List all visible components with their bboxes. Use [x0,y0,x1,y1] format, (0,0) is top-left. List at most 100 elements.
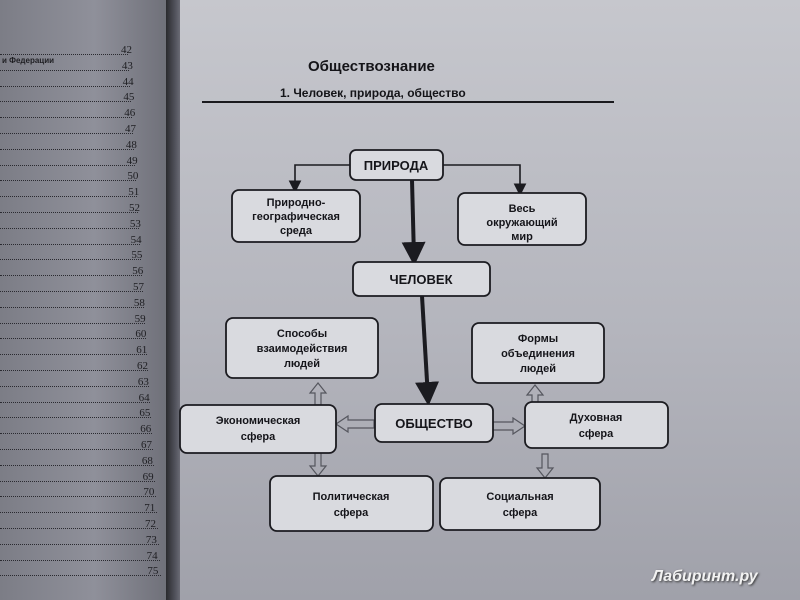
watermark-logo: Лабиринт.ру [652,568,758,585]
svg-text:Весь: Весь [509,203,536,215]
toc-page-number: 43 [121,59,133,72]
toc-page-number: 67 [141,439,152,451]
svg-text:Политическая: Политическая [313,491,390,503]
toc-page-number: 48 [125,138,137,151]
toc-dotted-leader [0,212,138,214]
toc-dotted-leader [0,417,151,419]
node-whole-world: Весь окружающий мир [457,192,587,246]
svg-text:Природно-: Природно- [267,197,326,209]
toc-dotted-leader [0,180,136,182]
toc-page-number: 70 [143,486,155,499]
svg-text:сфера: сфера [579,428,614,440]
toc-page-number: 72 [145,518,156,530]
toc-page-number: 42 [121,44,132,56]
toc-page-number: 69 [142,470,154,483]
arrow-priroda-chelovek [401,179,426,266]
toc-dotted-leader [0,117,132,119]
toc-page-number: 56 [132,265,144,278]
svg-text:сфера: сфера [334,507,369,519]
hollow-arrow-spirit [492,416,527,436]
toc-page-number: 58 [133,296,145,309]
toc-dotted-leader [0,385,149,388]
toc-page-number: 71 [144,502,156,515]
toc-page-number: 55 [131,249,143,262]
toc-page-number: 44 [122,75,134,88]
toc-dotted-leader [0,291,143,293]
toc-dotted-leader [0,433,152,435]
node-obshchestvo: ОБЩЕСТВО [374,403,494,443]
toc-dotted-leader [0,227,139,230]
toc-dotted-leader [0,543,159,546]
connector-priroda-world [443,164,527,197]
toc-dotted-leader [0,496,156,498]
svg-text:людей: людей [520,363,556,375]
connector-priroda-geo [288,164,350,194]
toc-dotted-leader [0,306,144,309]
svg-text:сфера: сфера [503,507,538,519]
toc-dotted-leader [0,338,146,340]
toc-page-number: 61 [136,344,148,357]
toc-dotted-leader [0,512,157,514]
toc-page-number: 62 [137,360,148,372]
section-rule [202,101,614,103]
toc-page-number: 57 [133,281,144,293]
toc-dotted-leader [0,101,131,103]
toc-dotted-leader [0,575,161,577]
toc-dotted-leader [0,449,153,451]
toc-page-number: 49 [126,154,138,167]
toc-page-number: 68 [141,454,153,467]
svg-text:мир: мир [511,231,533,243]
svg-text:Духовная: Духовная [570,412,623,424]
hollow-arrow-polit [308,451,328,477]
toc-dotted-leader [0,401,150,404]
node-union-forms: Формы объединения людей [471,322,605,384]
toc-page-number: 63 [137,375,149,388]
toc-dotted-leader [0,528,158,530]
hollow-arrow-ways [308,382,328,406]
toc-dotted-leader [0,559,160,562]
toc-fragment: и Федерации [2,56,55,65]
svg-text:сфера: сфера [241,431,276,443]
svg-text:Формы: Формы [518,333,558,345]
toc-page-number: 59 [134,312,146,325]
node-interaction-ways: Способы взаимодействия людей [225,317,379,379]
toc-page-number: 47 [125,123,136,135]
toc-page-number: 66 [140,423,152,436]
toc-dotted-leader [0,133,133,135]
toc-page-number: 46 [124,107,136,120]
toc-page-number: 65 [139,407,151,420]
svg-text:географическая: географическая [252,211,340,223]
node-geo-environment: Природно- географическая среда [231,189,361,243]
svg-text:людей: людей [284,358,320,370]
node-spiritual-sphere: Духовная сфера [524,401,669,449]
toc-dotted-leader [0,85,130,88]
section-title: 1. Человек, природа, общество [280,86,466,100]
svg-text:Экономическая: Экономическая [216,415,301,427]
node-priroda: ПРИРОДА [349,149,444,181]
toc-page-number: 52 [129,202,140,214]
svg-text:окружающий: окружающий [486,217,557,229]
toc-dotted-leader [0,164,135,167]
toc-page-number: 74 [146,549,158,562]
hollow-arrow-econ [334,414,375,434]
toc-dotted-leader [0,69,129,72]
svg-text:взаимодействия: взаимодействия [257,343,348,355]
svg-text:среда: среда [280,225,313,237]
toc-dotted-leader [0,354,147,356]
toc-page-number: 50 [127,170,139,183]
toc-dotted-leader [0,243,140,246]
svg-text:ПРИРОДА: ПРИРОДА [364,158,429,173]
toc-page-number: 64 [138,391,150,404]
svg-text:Социальная: Социальная [486,491,553,503]
node-economic-sphere: Экономическая сфера [179,404,337,454]
node-political-sphere: Политическая сфера [269,475,434,532]
svg-text:ОБЩЕСТВО: ОБЩЕСТВО [395,416,473,431]
arrow-chelovek-obshchestvo [415,295,440,406]
toc-dotted-leader [0,370,148,372]
toc-page-number: 51 [128,186,140,199]
svg-text:ЧЕЛОВЕК: ЧЕЛОВЕК [389,272,452,287]
toc-page-number: 45 [123,91,135,104]
toc-dotted-leader [0,275,142,277]
